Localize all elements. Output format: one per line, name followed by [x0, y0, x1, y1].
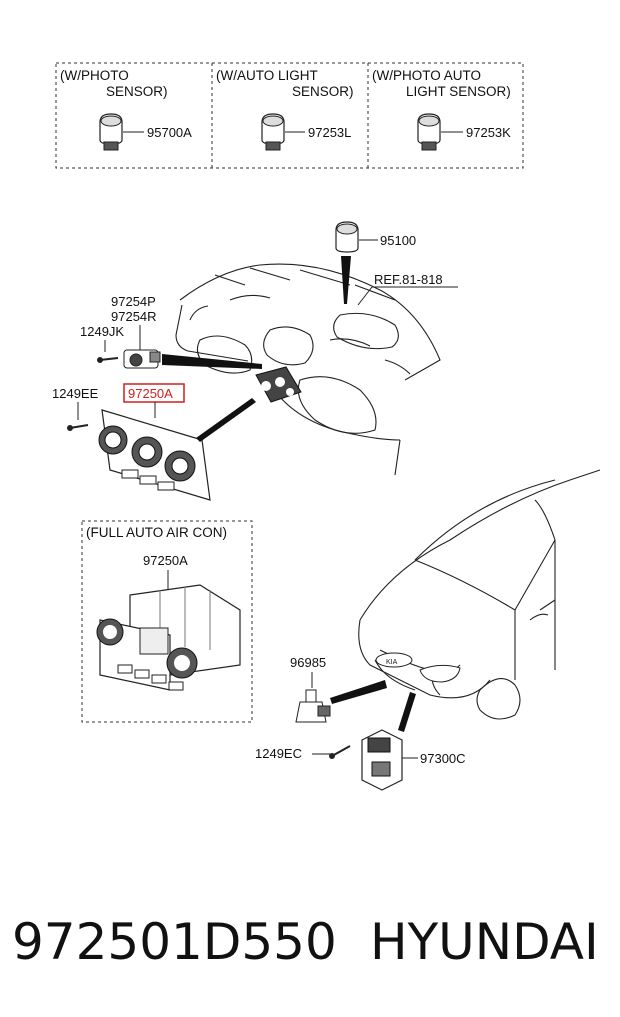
photo-sensor-icon: [99, 113, 144, 151]
sensor-97300c-leader-arrow: [398, 692, 416, 732]
part-97253k-label: 97253K: [466, 125, 511, 140]
screw-1249ec-icon: [329, 745, 351, 759]
heater-control-panel-icon: [98, 409, 211, 501]
part-97250a-highlighted-label[interactable]: 97250A: [128, 386, 173, 401]
actuator-leader-arrow: [162, 354, 262, 369]
sensor-options-box: (W/PHOTO SENSOR) (W/AUTO LIGHT SENSOR) (…: [55, 62, 524, 169]
part-97250a-auto-label: 97250A: [143, 553, 188, 568]
option-photo-auto-subtitle: LIGHT SENSOR): [406, 84, 511, 99]
sensor-96985-icon: [295, 689, 331, 723]
part-97300c-label: 97300C: [420, 751, 466, 766]
option-photo-sensor-subtitle: SENSOR): [106, 84, 168, 99]
part-1249ec-label: 1249EC: [255, 746, 302, 761]
actuator-97254-icon: [123, 349, 161, 369]
part-97254r-label: 97254R: [111, 309, 157, 324]
dash-center-stack: [255, 366, 302, 403]
part-1249jk-label: 1249JK: [80, 324, 124, 339]
screw-1249jk-icon: [97, 357, 119, 363]
car-front-drawing: [358, 469, 601, 720]
part-97254p-label: 97254P: [111, 294, 156, 309]
full-auto-aircon-box: (FULL AUTO AIR CON) 97250A: [81, 520, 253, 723]
part-97253l-label: 97253L: [308, 125, 351, 140]
part-1249ee-label: 1249EE: [52, 386, 99, 401]
footer-part-number: 972501D550: [12, 913, 337, 971]
option-photo-sensor-title: (W/PHOTO: [60, 68, 129, 83]
option-auto-light-subtitle: SENSOR): [292, 84, 354, 99]
sensor-96985-leader-arrow: [330, 680, 387, 704]
sensor-95100-icon: [335, 221, 378, 304]
part-96985-label: 96985: [290, 655, 326, 670]
svg-text:KIA: KIA: [386, 659, 398, 666]
control-unit-leader-arrow: [196, 398, 256, 442]
car-grille-emblem-icon: KIA: [375, 652, 413, 668]
part-95700a-label: 95700A: [147, 125, 192, 140]
full-auto-aircon-title: (FULL AUTO AIR CON): [86, 525, 227, 540]
car-headlamp-icon: [419, 664, 461, 683]
dashboard-drawing: [175, 263, 441, 476]
screw-1249ee-icon: [67, 424, 89, 431]
photo-auto-light-sensor-icon: [417, 113, 463, 151]
footer-brand: HYUNDAI: [370, 913, 599, 971]
auto-light-sensor-icon: [261, 113, 305, 151]
ref-81-818-label: REF.81-818: [374, 272, 443, 287]
option-auto-light-title: (W/AUTO LIGHT: [216, 68, 318, 83]
highlight-97250a-box: [123, 383, 185, 403]
part-95100-label: 95100: [380, 233, 416, 248]
sensor-97300c-icon: [361, 729, 403, 791]
option-photo-auto-title: (W/PHOTO AUTO: [372, 68, 481, 83]
auto-aircon-control-unit-icon: [96, 584, 241, 691]
